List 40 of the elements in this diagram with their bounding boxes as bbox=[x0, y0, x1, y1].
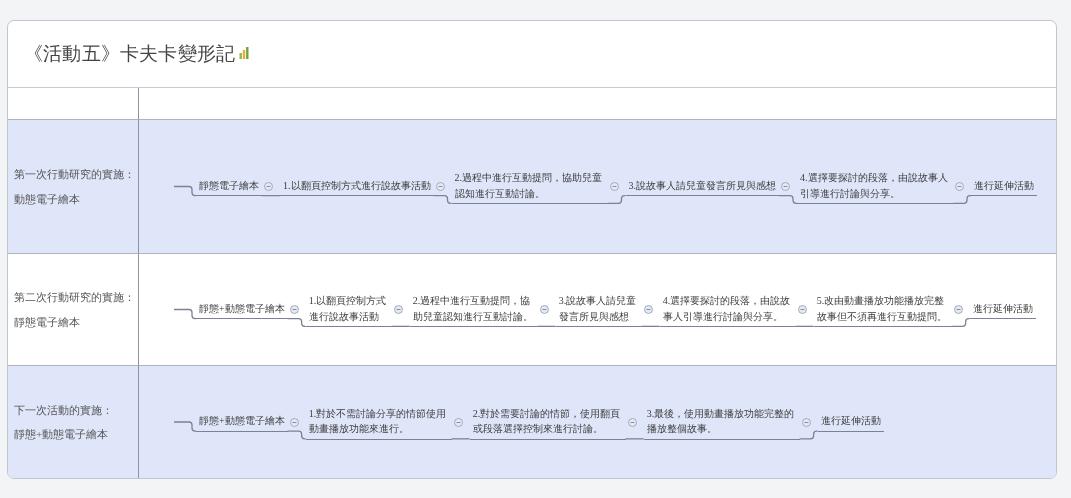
row-label: 下一次活動的實施：靜態+動態電子繪本 bbox=[14, 402, 114, 442]
connector-line bbox=[173, 308, 197, 320]
title: 《活動五》卡夫卡變形記 bbox=[24, 42, 236, 66]
mindmap-topic: 靜態+動態電子繪本 bbox=[196, 299, 288, 320]
mindmap-topic: 3.說故事人請兒童發言所見與感想 bbox=[625, 176, 779, 197]
connector-line bbox=[795, 325, 815, 327]
row-label: 第一次行動研究的實施：動態電子繪本 bbox=[14, 167, 136, 207]
mindmap-topic: 4.選擇要探討的段落，由說故事人引導進行討論與分享。 bbox=[659, 292, 796, 327]
mindmap-topic: 2.過程中進行互動提問，協助兒童認知進行互動討論。 bbox=[409, 292, 538, 327]
mindmap-topic: 進行延伸活動 bbox=[969, 299, 1036, 320]
connector-line bbox=[799, 430, 819, 440]
mindmap-topic: 靜態+動態電子繪本 bbox=[196, 412, 288, 432]
mindmap-topic: 靜態電子繪本 bbox=[196, 176, 262, 197]
connector-line bbox=[287, 317, 307, 327]
mindmap-topic: 2.對於需要討論的情節，使用翻頁或段落選擇控制來進行討論。 bbox=[469, 404, 626, 440]
connector-line bbox=[537, 325, 557, 327]
connector-line bbox=[451, 438, 471, 440]
mindmap-topic: 5.改由動畫播放功能播放完整故事但不須再進行互動提問。 bbox=[813, 292, 952, 327]
mindmap-topic: 1.對於不需討論分享的情節使用動畫播放功能來進行。 bbox=[305, 404, 452, 440]
mindmap-topic: 進行延伸活動 bbox=[817, 412, 884, 432]
connector-line bbox=[261, 194, 281, 197]
mindmap-topic: 4.選擇要探討的段落，由說故事人引導進行討論與分享。 bbox=[797, 169, 953, 204]
connector-line bbox=[606, 194, 627, 204]
connector-line bbox=[641, 325, 661, 327]
connector-line bbox=[391, 325, 411, 327]
mindmap-topic: 3.說故事人請兒童發言所見與感想 bbox=[555, 292, 642, 327]
connector-line bbox=[287, 430, 307, 440]
connector-line bbox=[778, 194, 798, 204]
mindmap-topic: 2.過程中進行互動提問，協助兒童認知進行互動討論。 bbox=[451, 169, 608, 204]
connector-line bbox=[951, 317, 971, 327]
mindmap-topic: 1.以翻頁控制方式進行說故事活動 bbox=[280, 176, 434, 197]
row-label: 第二次行動研究的實施：靜態電子繪本 bbox=[14, 290, 136, 330]
connector-line bbox=[625, 438, 645, 440]
mindmap-topic: 1.以翻頁控制方式進行說故事活動 bbox=[305, 292, 392, 327]
mindmap-topic: 3.最後，使用動畫播放功能完整的播放整個故事。 bbox=[643, 404, 800, 440]
mindmap-topic: 進行延伸活動 bbox=[971, 176, 1037, 197]
connector-line bbox=[432, 194, 453, 204]
connector-line bbox=[952, 194, 972, 204]
connector-line bbox=[173, 421, 197, 432]
connector-line bbox=[173, 185, 197, 197]
